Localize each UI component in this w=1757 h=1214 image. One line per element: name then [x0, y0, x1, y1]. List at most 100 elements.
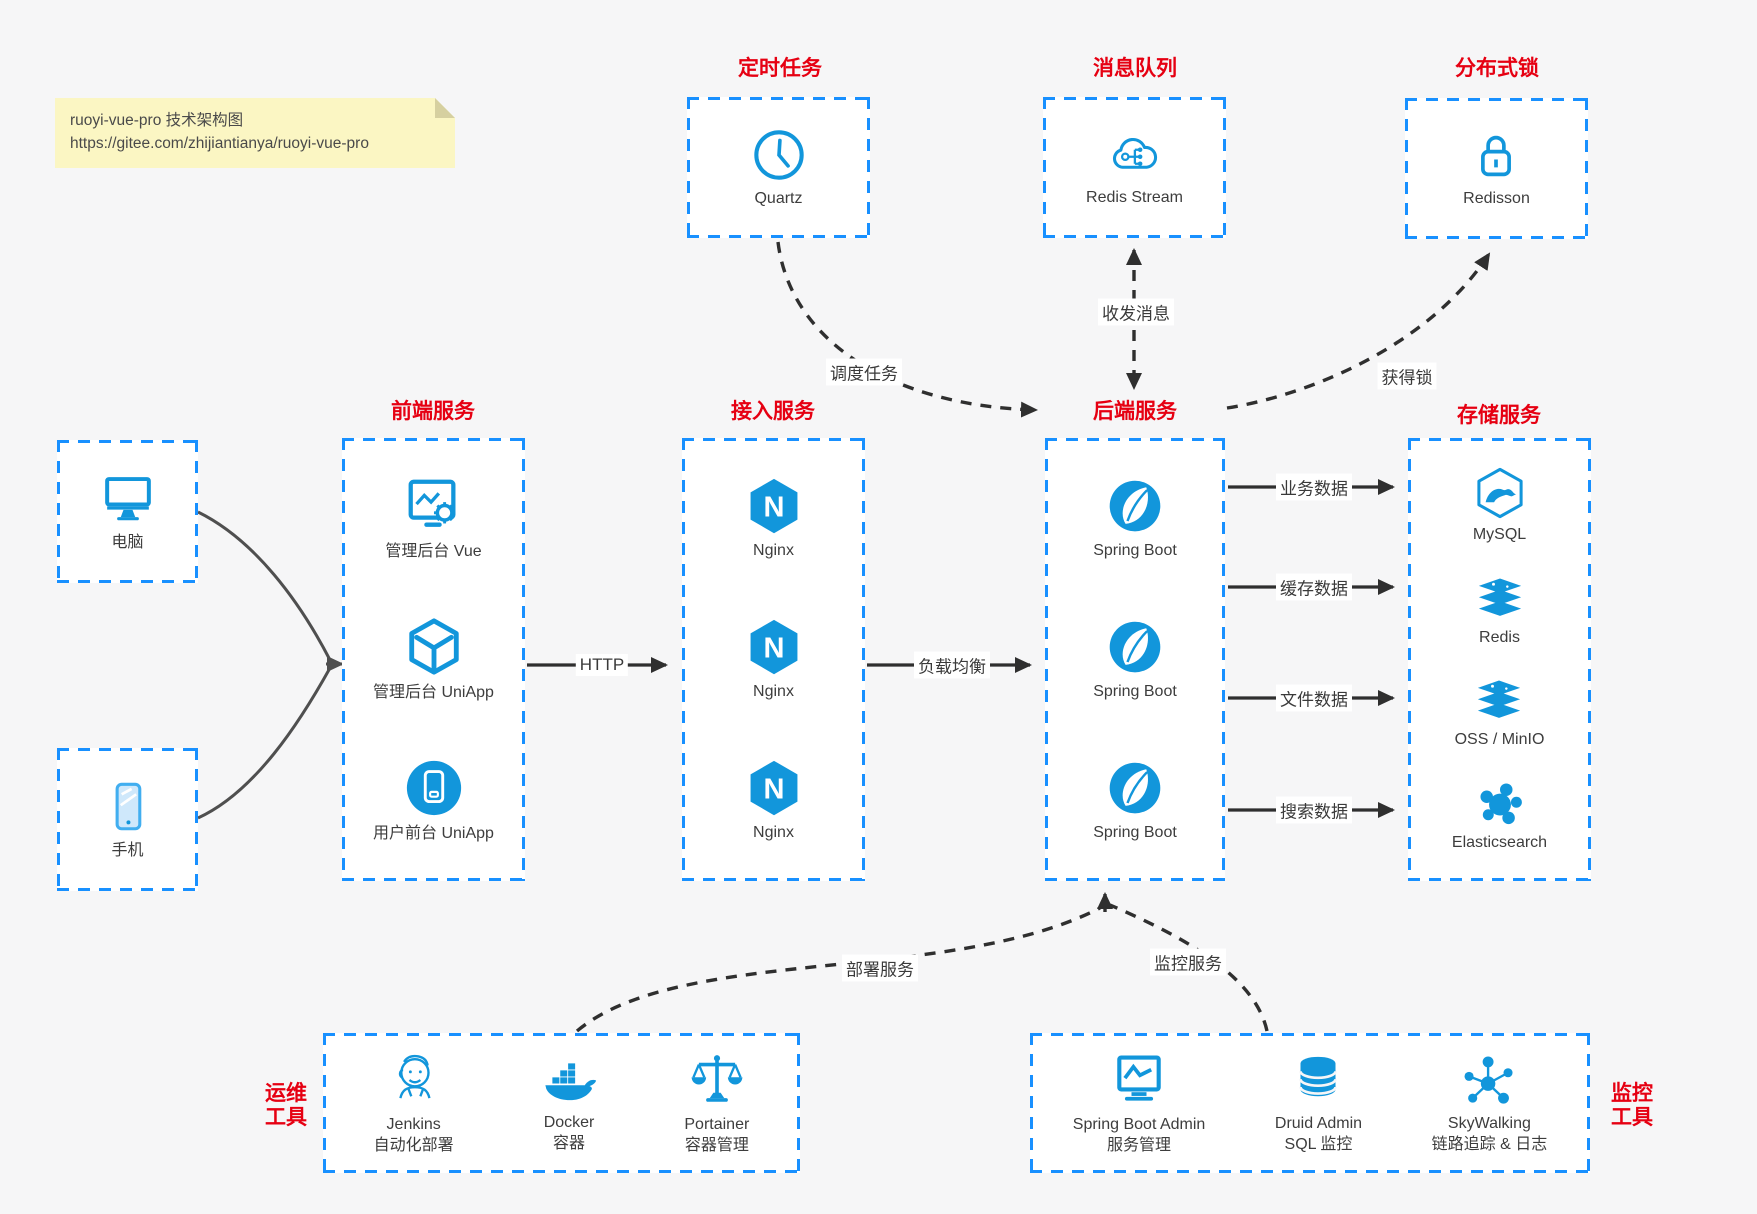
edge-label-message: 收发消息 [1098, 298, 1174, 326]
node-desc: SQL 监控 [1284, 1136, 1353, 1153]
lock-icon [1481, 135, 1512, 177]
node-name: Jenkins [386, 1116, 441, 1133]
node-admin-vue: 管理后台 Vue [385, 475, 482, 562]
node-admin-uniapp: 管理后台 UniApp [373, 616, 494, 703]
chart-monitor-icon [1117, 1055, 1161, 1101]
node-nginx-1: N Nginx [744, 476, 804, 561]
node-name: Portainer [684, 1116, 750, 1133]
node-label: 电脑 [111, 534, 144, 551]
edge-label-get-lock: 获得锁 [1377, 362, 1437, 390]
node-redisson: Redisson [1463, 128, 1530, 209]
box-scheduler: Quartz [687, 97, 870, 238]
database-icon [1299, 1056, 1338, 1097]
edge-label-search-data: 搜索数据 [1276, 796, 1352, 824]
node-label: 用户前台 UniApp [373, 825, 494, 842]
edge-label-file-data: 文件数据 [1276, 684, 1352, 712]
edge-label-schedule: 调度任务 [826, 358, 902, 386]
node-desc: 链路追踪 & 日志 [1431, 1136, 1548, 1153]
node-pc: 电脑 [97, 470, 159, 553]
node-label: MySQL [1472, 525, 1527, 543]
box-mq: Redis Stream [1043, 97, 1226, 238]
edge-label-load-balance: 负载均衡 [914, 651, 990, 679]
redis-stack-icon [1478, 680, 1521, 719]
edge-label-monitoring: 监控服务 [1150, 948, 1226, 976]
nginx-icon: N [750, 619, 797, 675]
node-label: Nginx [753, 683, 794, 700]
nginx-icon: N [750, 478, 797, 534]
node-redis: Redis [1474, 573, 1526, 648]
node-desc: 容器 [553, 1135, 586, 1152]
edge-label-deploy: 部署服务 [842, 954, 918, 982]
spring-icon [1109, 621, 1161, 673]
box-ops-tools: Jenkins 自动化部署 Docker 容器 [323, 1033, 800, 1173]
node-docker: Docker 容器 [539, 1052, 599, 1154]
node-name: SkyWalking [1447, 1115, 1531, 1132]
node-name: Druid Admin [1274, 1115, 1363, 1132]
node-label: OSS / MinIO [1454, 731, 1545, 749]
node-label: 手机 [111, 842, 144, 859]
node-oss-minio: OSS / MinIO [1454, 675, 1545, 750]
group-title-mq: 消息队列 [1093, 57, 1177, 80]
node-jenkins: Jenkins 自动化部署 [374, 1050, 454, 1156]
box-monitor-tools: Spring Boot Admin 服务管理 Druid Admin SQL 监… [1030, 1033, 1590, 1173]
node-springboot-2: Spring Boot [1093, 617, 1177, 702]
box-lock: Redisson [1405, 98, 1588, 239]
node-user-uniapp: 用户前台 UniApp [373, 757, 494, 844]
docker-icon [545, 1063, 597, 1101]
sticky-note: ruoyi-vue-pro 技术架构图 https://gitee.com/zh… [55, 98, 455, 168]
node-redis-stream: Redis Stream [1086, 127, 1183, 208]
group-title-lock: 分布式锁 [1455, 57, 1539, 80]
cloud-network-icon [1113, 138, 1158, 169]
node-portainer: Portainer 容器管理 [684, 1050, 749, 1156]
topology-icon [1464, 1056, 1513, 1104]
group-title-scheduler: 定时任务 [738, 57, 822, 80]
mysql-icon [1476, 467, 1523, 519]
node-quartz: Quartz [750, 126, 808, 209]
edge-label-biz-data: 业务数据 [1276, 473, 1352, 501]
box-backend: Spring Boot Spring Boot Spring Boot [1045, 438, 1225, 881]
node-name: Spring Boot Admin [1072, 1116, 1206, 1133]
group-title-monitor: 监控 工具 [1611, 1082, 1653, 1129]
group-title-frontend: 前端服务 [391, 400, 475, 423]
user-app-icon [406, 760, 461, 816]
node-spring-boot-admin: Spring Boot Admin 服务管理 [1072, 1050, 1206, 1156]
node-label: Redisson [1463, 190, 1530, 207]
spring-icon [1109, 480, 1161, 532]
node-name: Docker [543, 1114, 595, 1131]
node-label: Elasticsearch [1451, 834, 1548, 852]
group-title-storage: 存储服务 [1457, 404, 1541, 427]
node-label: Spring Boot [1093, 824, 1177, 841]
nginx-icon: N [750, 760, 797, 816]
node-label: Nginx [753, 542, 794, 559]
node-label: Nginx [753, 824, 794, 841]
spring-icon [1109, 762, 1161, 814]
note-url: https://gitee.com/zhijiantianya/ruoyi-vu… [70, 135, 369, 152]
phone-icon [115, 782, 141, 831]
box-storage: MySQL Redis OSS / MinIO [1408, 438, 1591, 881]
edge-label-cache-data: 缓存数据 [1276, 573, 1352, 601]
node-label: Quartz [754, 190, 803, 207]
note-title: ruoyi-vue-pro 技术架构图 [70, 112, 244, 129]
node-label: Redis Stream [1086, 189, 1183, 206]
group-title-ops: 运维 工具 [265, 1082, 307, 1129]
svg-text:N: N [763, 773, 784, 805]
uniapp-cube-icon [408, 618, 459, 675]
computer-icon [104, 477, 151, 521]
node-mysql: MySQL [1473, 466, 1527, 545]
node-desc: 服务管理 [1107, 1137, 1172, 1154]
node-nginx-3: N Nginx [744, 758, 804, 843]
svg-text:N: N [763, 632, 784, 664]
admin-vue-icon [409, 479, 456, 527]
node-elasticsearch: Elasticsearch [1452, 778, 1547, 853]
box-client-pc: 电脑 [57, 440, 198, 583]
group-title-gateway: 接入服务 [731, 400, 815, 423]
node-springboot-1: Spring Boot [1093, 476, 1177, 561]
node-druid-admin: Druid Admin SQL 监控 [1275, 1051, 1362, 1155]
elasticsearch-icon [1479, 783, 1522, 825]
node-label: Redis [1479, 628, 1520, 646]
svg-text:N: N [763, 491, 784, 523]
group-title-backend: 后端服务 [1093, 400, 1177, 423]
node-desc: 容器管理 [684, 1137, 749, 1154]
box-gateway: N Nginx N Nginx N Nginx [682, 438, 865, 881]
